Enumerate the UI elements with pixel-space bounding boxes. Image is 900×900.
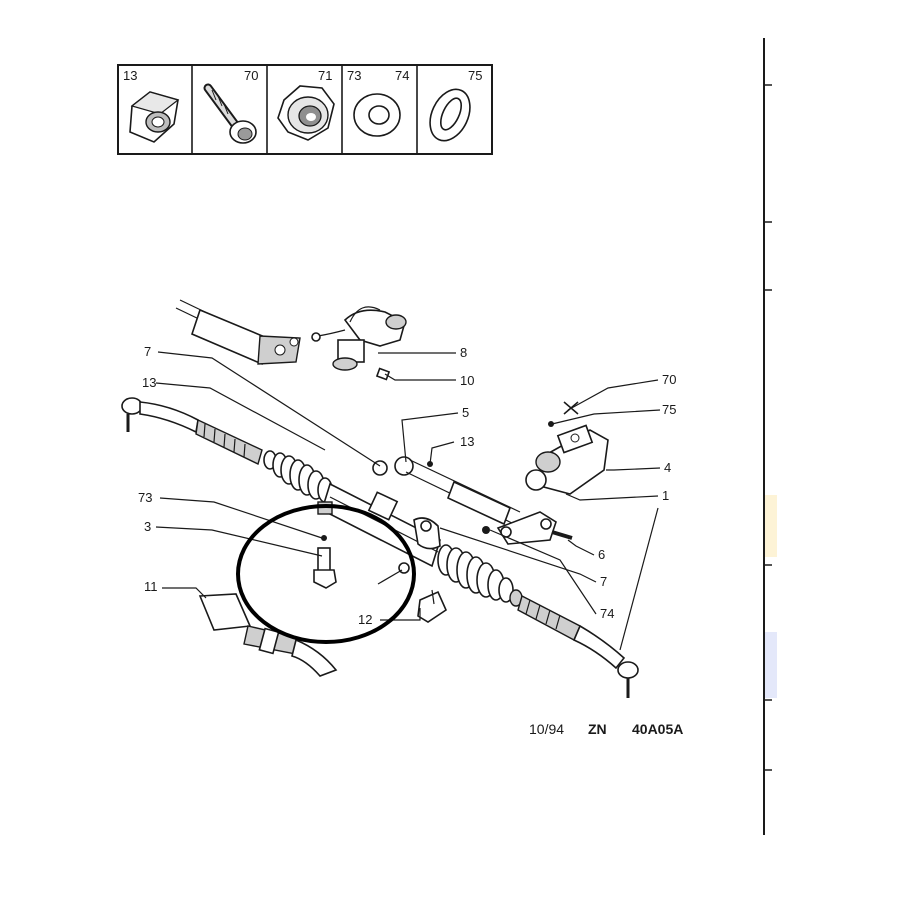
yellow-tab [765,495,777,557]
left-bellows [263,450,333,503]
rack-housing [317,482,441,568]
callout-70: 70 [662,372,676,387]
box-label-74: 74 [395,68,409,83]
left-tie-rod [121,397,263,465]
steering-rack-assembly [121,299,661,698]
intermediate-shaft [198,593,338,677]
callout-6: 6 [598,547,605,562]
callout-1: 1 [662,488,669,503]
callout-7-upper: 7 [144,344,151,359]
right-tie-rod [517,594,639,698]
transfer-pipe [372,456,521,526]
caption-reference: 40A05A [632,721,683,737]
oval-gasket-icon [429,88,471,142]
hex-lock-nut-icon [277,85,335,141]
caption-code-zn: ZN [588,721,607,737]
callout-11: 11 [144,579,158,594]
callout-13-right: 13 [460,434,474,449]
callout-12: 12 [358,612,372,627]
circled-mounting-parts [313,535,448,623]
box-label-75: 75 [468,68,482,83]
drawing-caption: 10/94 ZN 40A05A [529,721,683,737]
callout-4: 4 [664,460,671,475]
flat-washer-icon [353,93,401,137]
callout-73: 73 [138,490,152,505]
right-margin-strip [763,38,777,835]
callout-10: 10 [460,373,474,388]
callout-75: 75 [662,402,676,417]
mounting-bracket-right [482,511,573,545]
hardware-parts-box: 13 70 71 73 74 75 [117,64,493,155]
blue-tab [765,632,777,698]
callout-labels: 7 8 13 10 5 13 70 75 4 73 1 3 6 7 11 74 … [138,344,676,627]
caption-date: 10/94 [529,721,564,737]
callout-7-lower: 7 [600,574,607,589]
callout-3: 3 [144,519,151,534]
valve-body [525,401,609,495]
callout-74: 74 [600,606,614,621]
box-label-70: 70 [244,68,258,83]
leader-lines [155,351,661,651]
callout-5: 5 [462,405,469,420]
square-nut-icon [129,91,180,143]
steering-column-tube [175,299,301,366]
callout-8: 8 [460,345,467,360]
pinion-valve-assembly [311,306,407,381]
right-bellows [437,544,523,607]
box-label-13: 13 [123,68,137,83]
highlight-circle [236,504,416,644]
callout-13-left: 13 [142,375,156,390]
box-label-71: 71 [318,68,332,83]
box-label-73: 73 [347,68,361,83]
socket-screw-icon [203,83,257,144]
